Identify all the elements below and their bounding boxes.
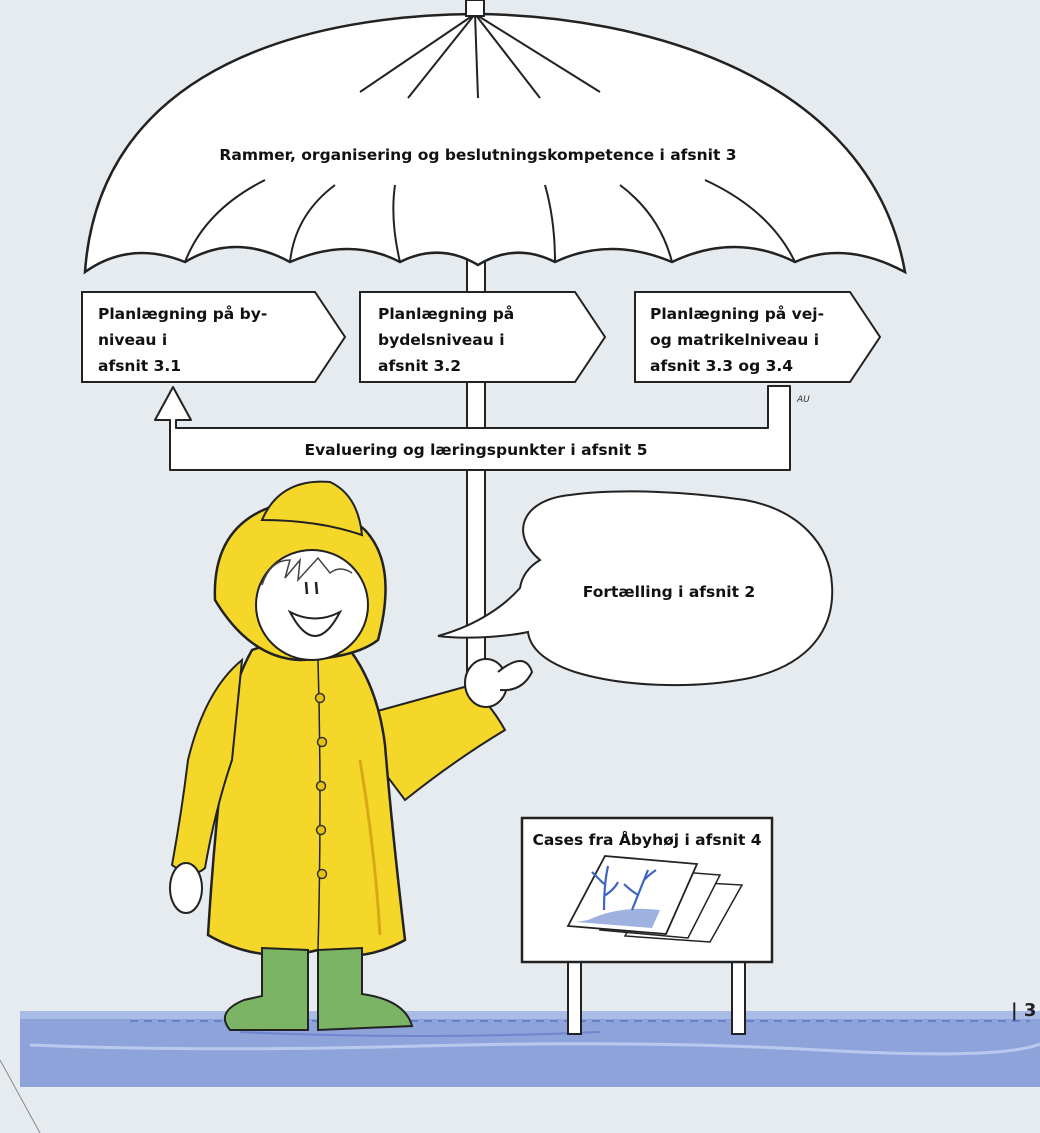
- signature-text: AU: [796, 395, 810, 405]
- sign-arrow-2-line-2: bydelsniveau i: [378, 331, 505, 349]
- page-edge-line: [0, 1059, 41, 1133]
- sign-arrow-2: Planlægning på bydelsniveau i afsnit 3.2: [359, 291, 607, 383]
- billboard-label: Cases fra Åbyhøj i afsnit 4: [532, 830, 761, 849]
- page-number: | 3: [1011, 1000, 1036, 1021]
- sign-arrow-2-line-1: Planlægning på: [378, 304, 514, 323]
- speech-label: Fortælling i afsnit 2: [583, 583, 755, 601]
- water-puddle: [20, 1011, 1040, 1087]
- sign-arrow-1-line-1: Planlægning på by-: [98, 304, 267, 323]
- mitten-holding-pole: [464, 658, 534, 708]
- sign-arrow-3-line-1: Planlægning på vej-: [650, 304, 824, 323]
- green-boots: [223, 946, 414, 1032]
- speech-bubble: Fortælling i afsnit 2: [437, 490, 834, 687]
- feedback-loop-arrow: Evaluering og læringspunkter i afsnit 5: [154, 385, 791, 471]
- sign-arrow-1-line-3: afsnit 3.1: [98, 357, 181, 375]
- umbrella-canopy: Rammer, organisering og beslutningskompe…: [83, 0, 907, 275]
- sign-arrow-3-line-3: afsnit 3.3 og 3.4: [650, 357, 793, 375]
- sign-arrow-1: Planlægning på by- niveau i afsnit 3.1: [81, 291, 347, 383]
- sign-arrow-2-line-3: afsnit 3.2: [378, 357, 461, 375]
- sign-arrow-1-line-2: niveau i: [98, 331, 167, 349]
- feedback-label: Evaluering og læringspunkter i afsnit 5: [304, 441, 647, 459]
- sign-arrow-3-line-2: og matrikelniveau i: [650, 331, 819, 349]
- umbrella-label: Rammer, organisering og beslutningskompe…: [219, 146, 736, 164]
- billboard: Cases fra Åbyhøj i afsnit 4: [520, 816, 774, 1035]
- map-sheets-icon: [566, 855, 744, 943]
- sign-arrow-3: Planlægning på vej- og matrikelniveau i …: [634, 291, 882, 383]
- raincoat-figure: [169, 480, 534, 1032]
